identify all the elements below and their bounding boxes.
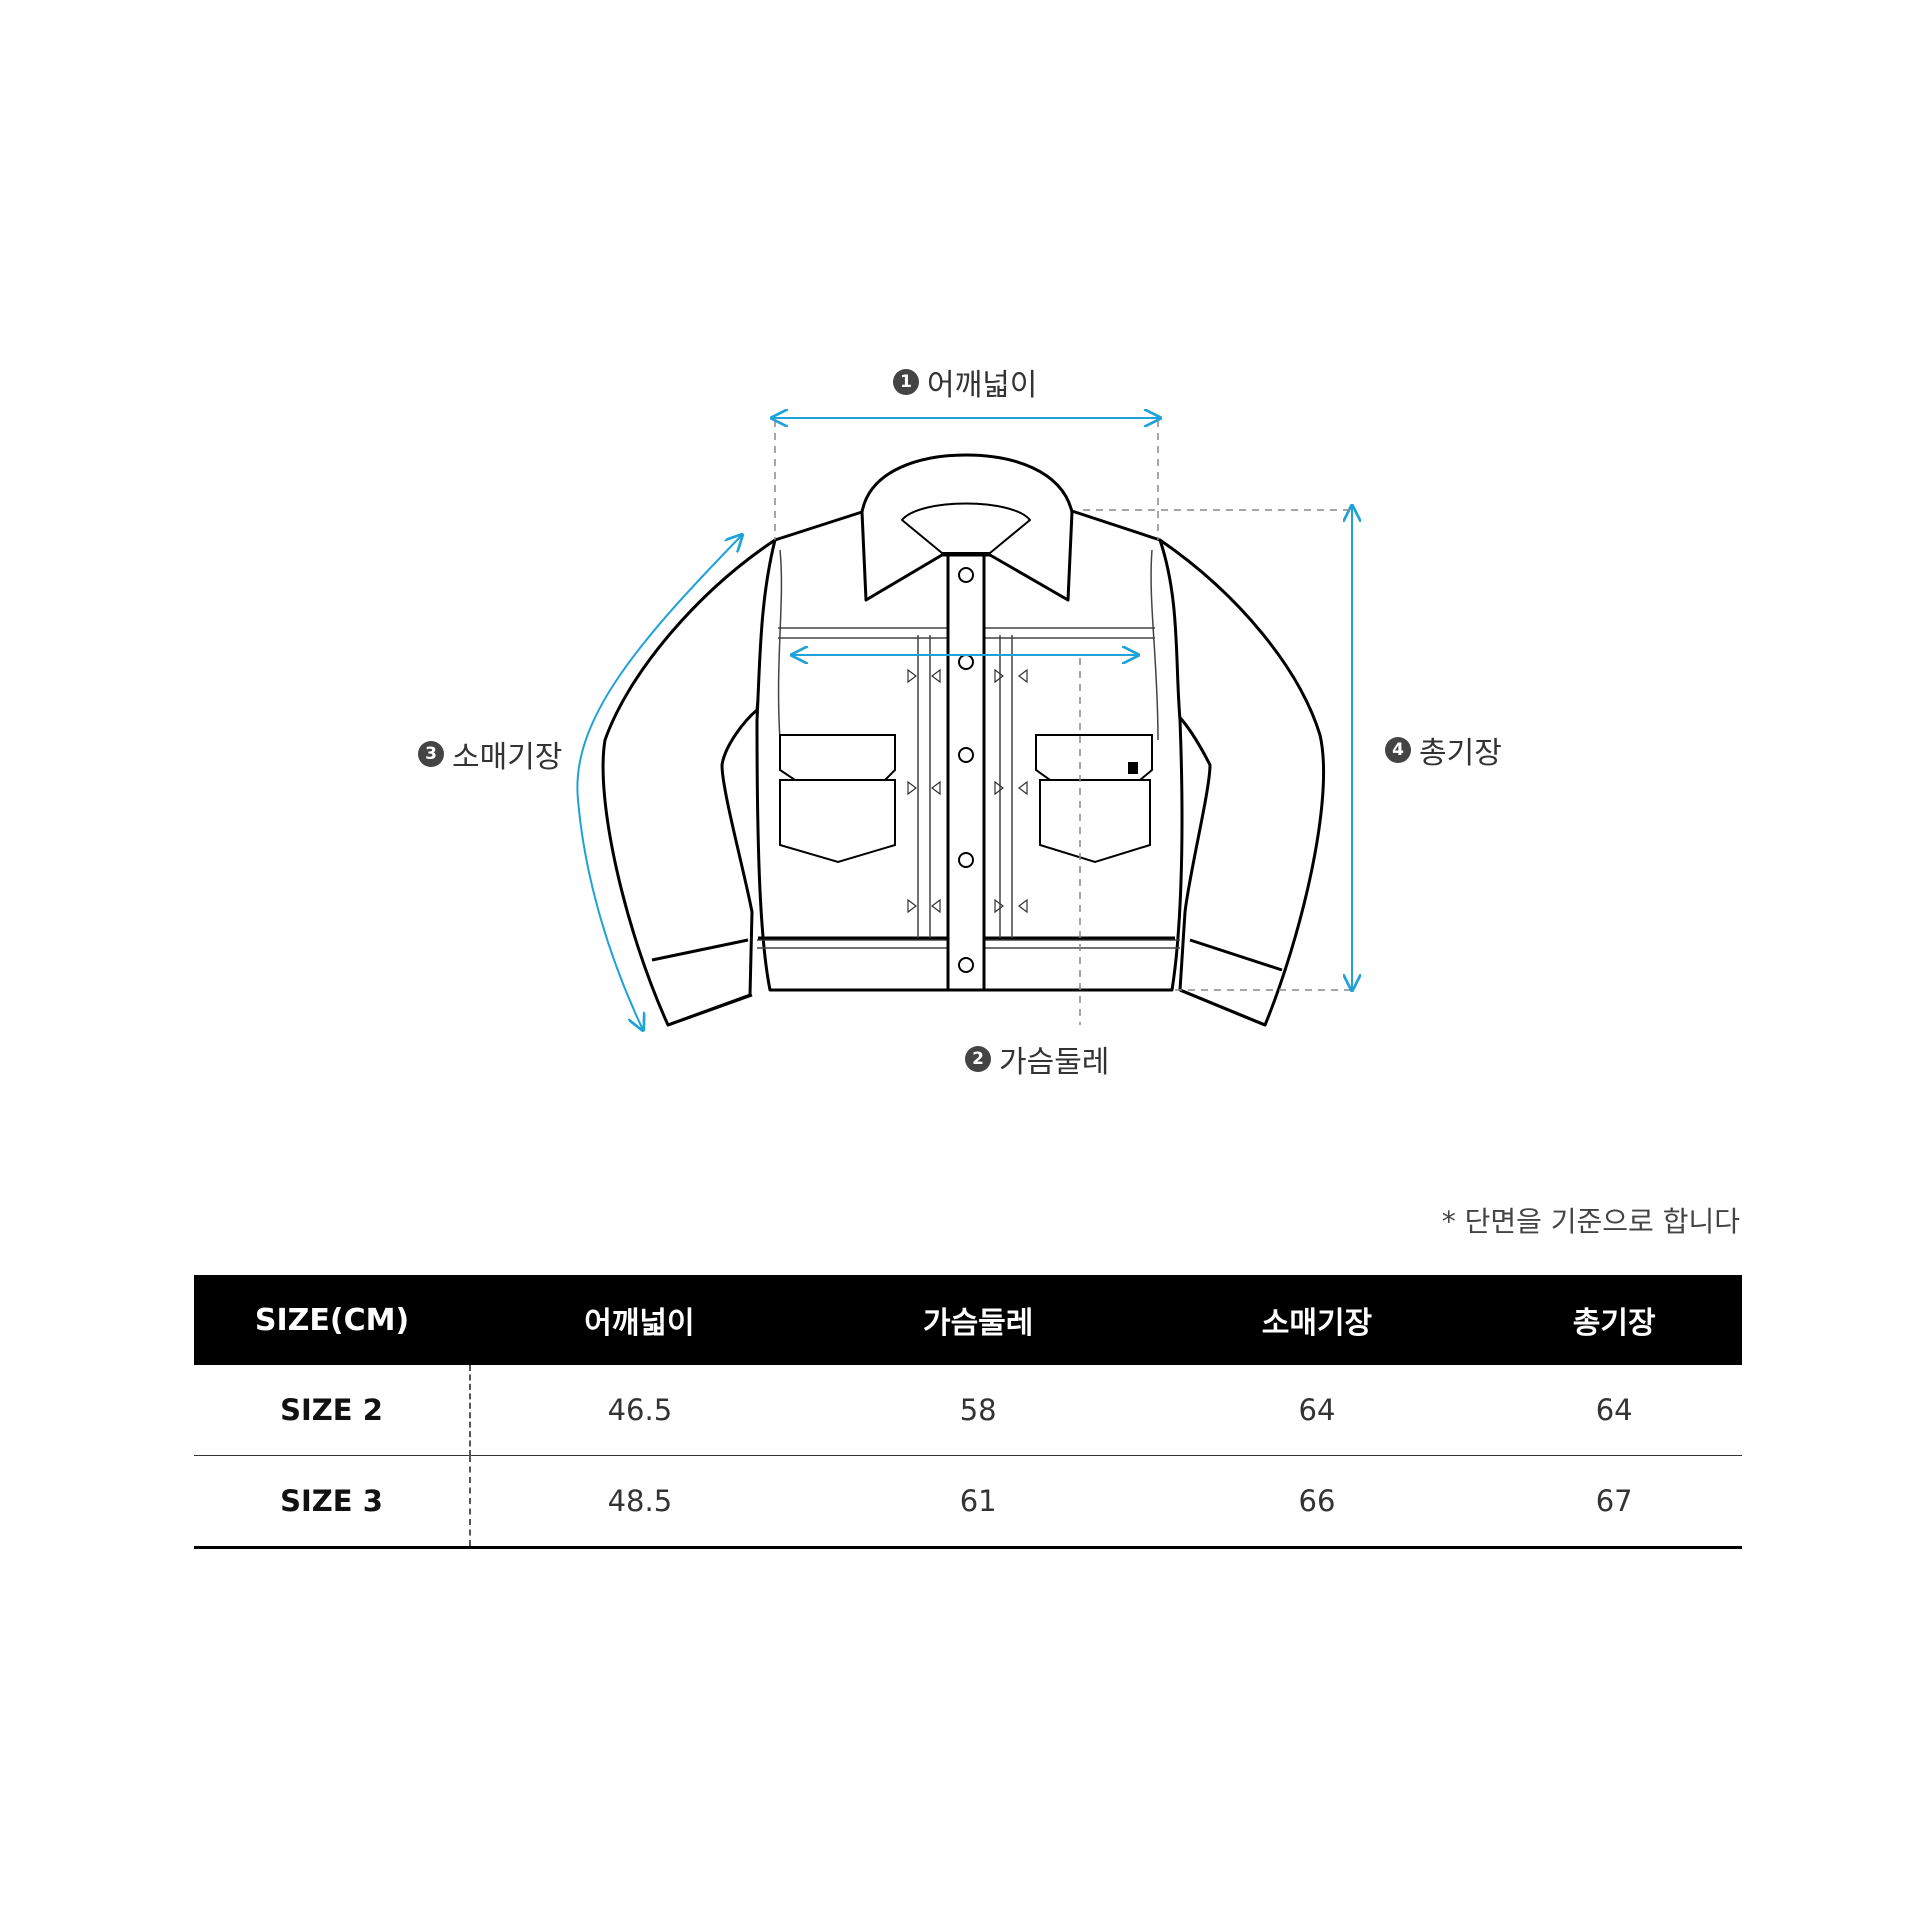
jacket-size-diagram: 1 어깨넓이 2 가슴둘레 3 소매기장 4 총기장 (418, 0, 1919, 1200)
header-shoulder: 어깨넓이 (470, 1275, 809, 1365)
label-shoulder: 1 어깨넓이 (893, 360, 1037, 404)
button (958, 747, 974, 763)
label-text: 어깨넓이 (927, 368, 1038, 403)
label-sleeve: 3 소매기장 (418, 732, 562, 776)
button (958, 957, 974, 973)
sleeve-arrow (576, 535, 742, 1030)
value-cell: 64 (1147, 1365, 1487, 1456)
label-text: 총기장 (1419, 736, 1502, 771)
header-size: SIZE(CM) (194, 1275, 470, 1365)
right-cuff (1179, 938, 1283, 1027)
measurement-note: * 단면을 기준으로 합니다 (1441, 1205, 1740, 1238)
value-cell: 46.5 (470, 1365, 809, 1456)
button (958, 567, 974, 583)
table-row: SIZE 3 48.5 61 66 67 (194, 1455, 1742, 1549)
brand-tag (1128, 762, 1138, 774)
table-row: SIZE 2 46.5 58 64 64 (194, 1365, 1742, 1456)
table-header-row: SIZE(CM) 어깨넓이 가슴둘레 소매기장 총기장 (194, 1275, 1742, 1365)
value-cell: 58 (808, 1365, 1148, 1456)
right-sleeve (1158, 538, 1326, 1027)
jacket-illustration (576, 0, 1919, 1200)
header-sleeve: 소매기장 (1147, 1275, 1487, 1365)
label-length: 4 총기장 (1385, 728, 1502, 772)
left-pocket (779, 779, 896, 864)
number-badge-4: 4 (1385, 737, 1411, 763)
collar (860, 453, 1074, 602)
size-table: SIZE(CM) 어깨넓이 가슴둘레 소매기장 총기장 SIZE 2 46.5 … (194, 1275, 1742, 1549)
label-text: 소매기장 (452, 740, 563, 775)
value-cell: 64 (1486, 1365, 1742, 1456)
value-cell: 61 (808, 1455, 1148, 1549)
right-pocket (1039, 779, 1151, 864)
left-pocket-flap (779, 734, 896, 781)
size-cell: SIZE 3 (194, 1455, 471, 1549)
value-cell: 67 (1486, 1455, 1742, 1549)
value-cell: 48.5 (470, 1455, 809, 1549)
button (958, 654, 974, 670)
header-chest: 가슴둘레 (808, 1275, 1148, 1365)
label-text: 가슴둘레 (999, 1045, 1110, 1080)
label-chest: 2 가슴둘레 (965, 1037, 1109, 1081)
number-badge-3: 3 (418, 741, 444, 767)
front-placket (946, 551, 986, 992)
size-cell: SIZE 2 (194, 1365, 471, 1456)
value-cell: 66 (1147, 1455, 1487, 1549)
button (958, 852, 974, 868)
number-badge-2: 2 (965, 1046, 991, 1072)
number-badge-1: 1 (893, 369, 919, 395)
header-length: 총기장 (1486, 1275, 1742, 1365)
